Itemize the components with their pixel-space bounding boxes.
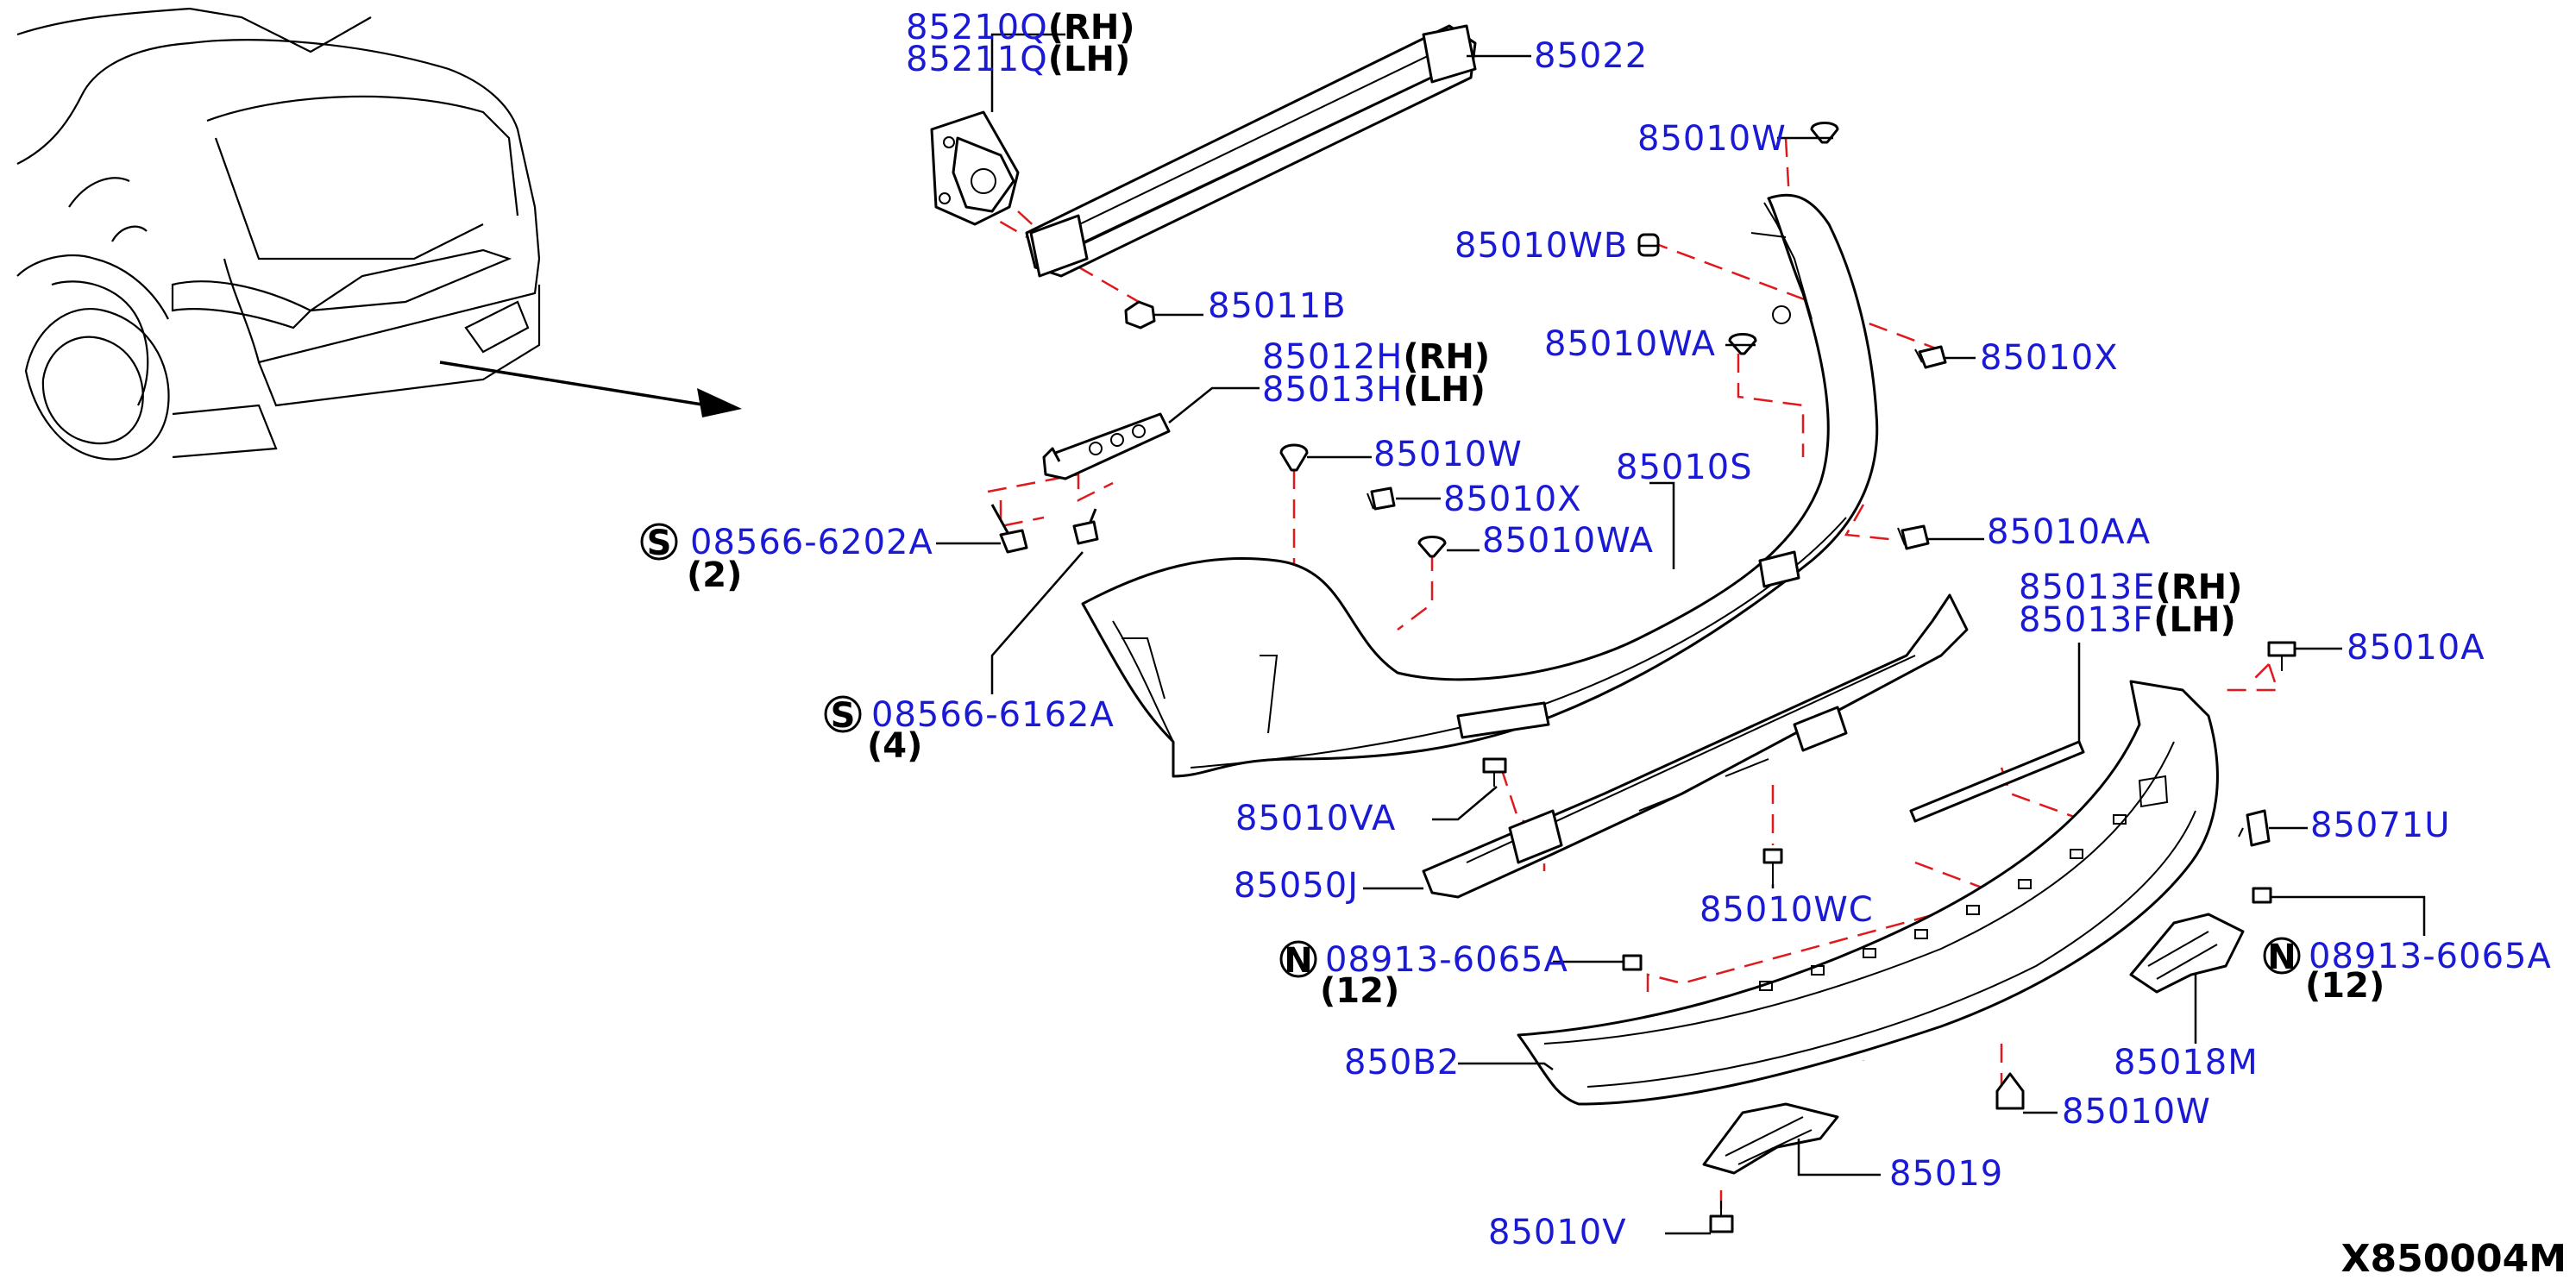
reflector-85071U-drawing xyxy=(2238,809,2271,847)
clip-85010W-bottom-drawing xyxy=(1995,1072,2025,1110)
clip-85010WC-drawing xyxy=(1762,848,1783,884)
part-label-08913-6065A-left: 08913-6065A xyxy=(1325,940,1568,980)
absorber-85050J-drawing xyxy=(1422,593,1969,899)
part-label-85010WA-mid: 85010WA xyxy=(1482,521,1654,561)
part-label-85010W-top: 85010W xyxy=(1637,119,1787,159)
clip-85010W-mid-drawing xyxy=(1279,443,1309,472)
bolt-85010X-right-drawing xyxy=(1914,345,1947,369)
part-label-85010S: 85010S xyxy=(1616,448,1753,487)
part-labels: 85210Q(RH) 85211Q(LH) 85022 85011B 85012… xyxy=(640,8,2567,1280)
screw-08566-6162A-drawing xyxy=(1072,508,1099,545)
part-label-85022: 85022 xyxy=(1534,36,1648,76)
part-label-85010A: 85010A xyxy=(2347,628,2485,668)
diagram-code: X850004M xyxy=(2341,1237,2567,1280)
bolt-85010A-drawing xyxy=(2267,641,2296,671)
bracket-85012H-drawing xyxy=(1042,412,1171,480)
clip-85010WA-mid-drawing xyxy=(1417,536,1447,558)
nut-85011B-drawing xyxy=(1124,300,1156,329)
part-label-85010W-bottom: 85010W xyxy=(2062,1092,2211,1132)
callout-08566-6202A: S 08566-6202A (2) xyxy=(640,523,933,595)
part-label-08566-6202A: 08566-6202A xyxy=(690,523,933,562)
bolt-85010VA-drawing xyxy=(1482,757,1507,787)
part-label-85010V: 85010V xyxy=(1488,1213,1627,1252)
part-label-85210Q: 85210Q(RH) xyxy=(906,8,1135,47)
part-label-85010AA: 85010AA xyxy=(1987,512,2151,552)
qty-08566-6202A: (2) xyxy=(687,555,742,595)
screw-symbol: S xyxy=(831,696,856,736)
part-label-85010W-mid: 85010W xyxy=(1373,435,1523,474)
vehicle-rear-view-illustration xyxy=(16,7,742,461)
part-label-85013F: 85013F(LH) xyxy=(2019,600,2236,640)
bracket-85210Q-drawing xyxy=(930,110,1020,226)
part-label-85211Q: 85211Q(LH) xyxy=(906,40,1130,79)
bolt-85010X-mid-drawing xyxy=(1367,486,1396,511)
part-label-85019: 85019 xyxy=(1889,1154,2003,1194)
reinforcement-85022-drawing xyxy=(1025,24,1477,278)
qty-08913-6065A-right: (12) xyxy=(2305,966,2384,1006)
part-label-85071U: 85071U xyxy=(2310,806,2451,845)
bracket-85019-drawing xyxy=(1702,1102,1839,1175)
part-label-85018M: 85018M xyxy=(2114,1043,2259,1082)
leader-lines xyxy=(936,33,2426,1235)
bolt-85010V-drawing xyxy=(1709,1201,1734,1233)
nut-08913-6065A-left-drawing xyxy=(1622,954,1643,971)
qty-08913-6065A-left: (12) xyxy=(1320,971,1399,1011)
bolt-85010AA-drawing xyxy=(1897,524,1930,550)
bracket-85018M-drawing xyxy=(2129,913,2245,994)
part-label-85010WA-top: 85010WA xyxy=(1544,324,1716,364)
part-label-85012H: 85012H(RH) xyxy=(1262,337,1490,377)
clip-85010W-top-drawing xyxy=(1810,122,1839,144)
part-label-85010X-right: 85010X xyxy=(1980,338,2119,378)
nut-symbol: N xyxy=(2267,938,2296,977)
part-label-85050J: 85050J xyxy=(1234,866,1359,906)
screw-08566-6202A-drawing xyxy=(990,504,1028,554)
bumper-fascia-85010S-drawing xyxy=(1081,193,1879,778)
callout-08913-6065A-right: N 08913-6065A (12) xyxy=(2263,937,2552,1006)
part-label-85013E: 85013E(RH) xyxy=(2019,568,2242,607)
callout-08913-6065A-left: N 08913-6065A (12) xyxy=(1279,940,1568,1011)
part-label-08566-6162A: 08566-6162A xyxy=(871,695,1115,735)
part-label-85013H: 85013H(LH) xyxy=(1262,370,1486,410)
screw-symbol: S xyxy=(647,524,672,563)
strip-85013E-drawing xyxy=(1909,740,2085,823)
nut-08913-6065A-right-drawing xyxy=(2252,887,2272,904)
callout-08566-6162A: S 08566-6162A (4) xyxy=(824,695,1115,766)
part-label-850B2: 850B2 xyxy=(1344,1043,1460,1082)
lower-bumper-850B2-drawing xyxy=(1517,680,2219,1106)
part-label-85010VA: 85010VA xyxy=(1235,799,1396,838)
part-label-85011B: 85011B xyxy=(1208,286,1347,326)
part-label-08913-6065A-right: 08913-6065A xyxy=(2309,937,2552,976)
qty-08566-6162A: (4) xyxy=(867,726,922,766)
part-label-85010WB: 85010WB xyxy=(1454,226,1628,266)
nut-symbol: N xyxy=(1284,941,1312,981)
part-label-85010WC: 85010WC xyxy=(1700,890,1874,930)
part-label-85010X-mid: 85010X xyxy=(1443,480,1582,519)
